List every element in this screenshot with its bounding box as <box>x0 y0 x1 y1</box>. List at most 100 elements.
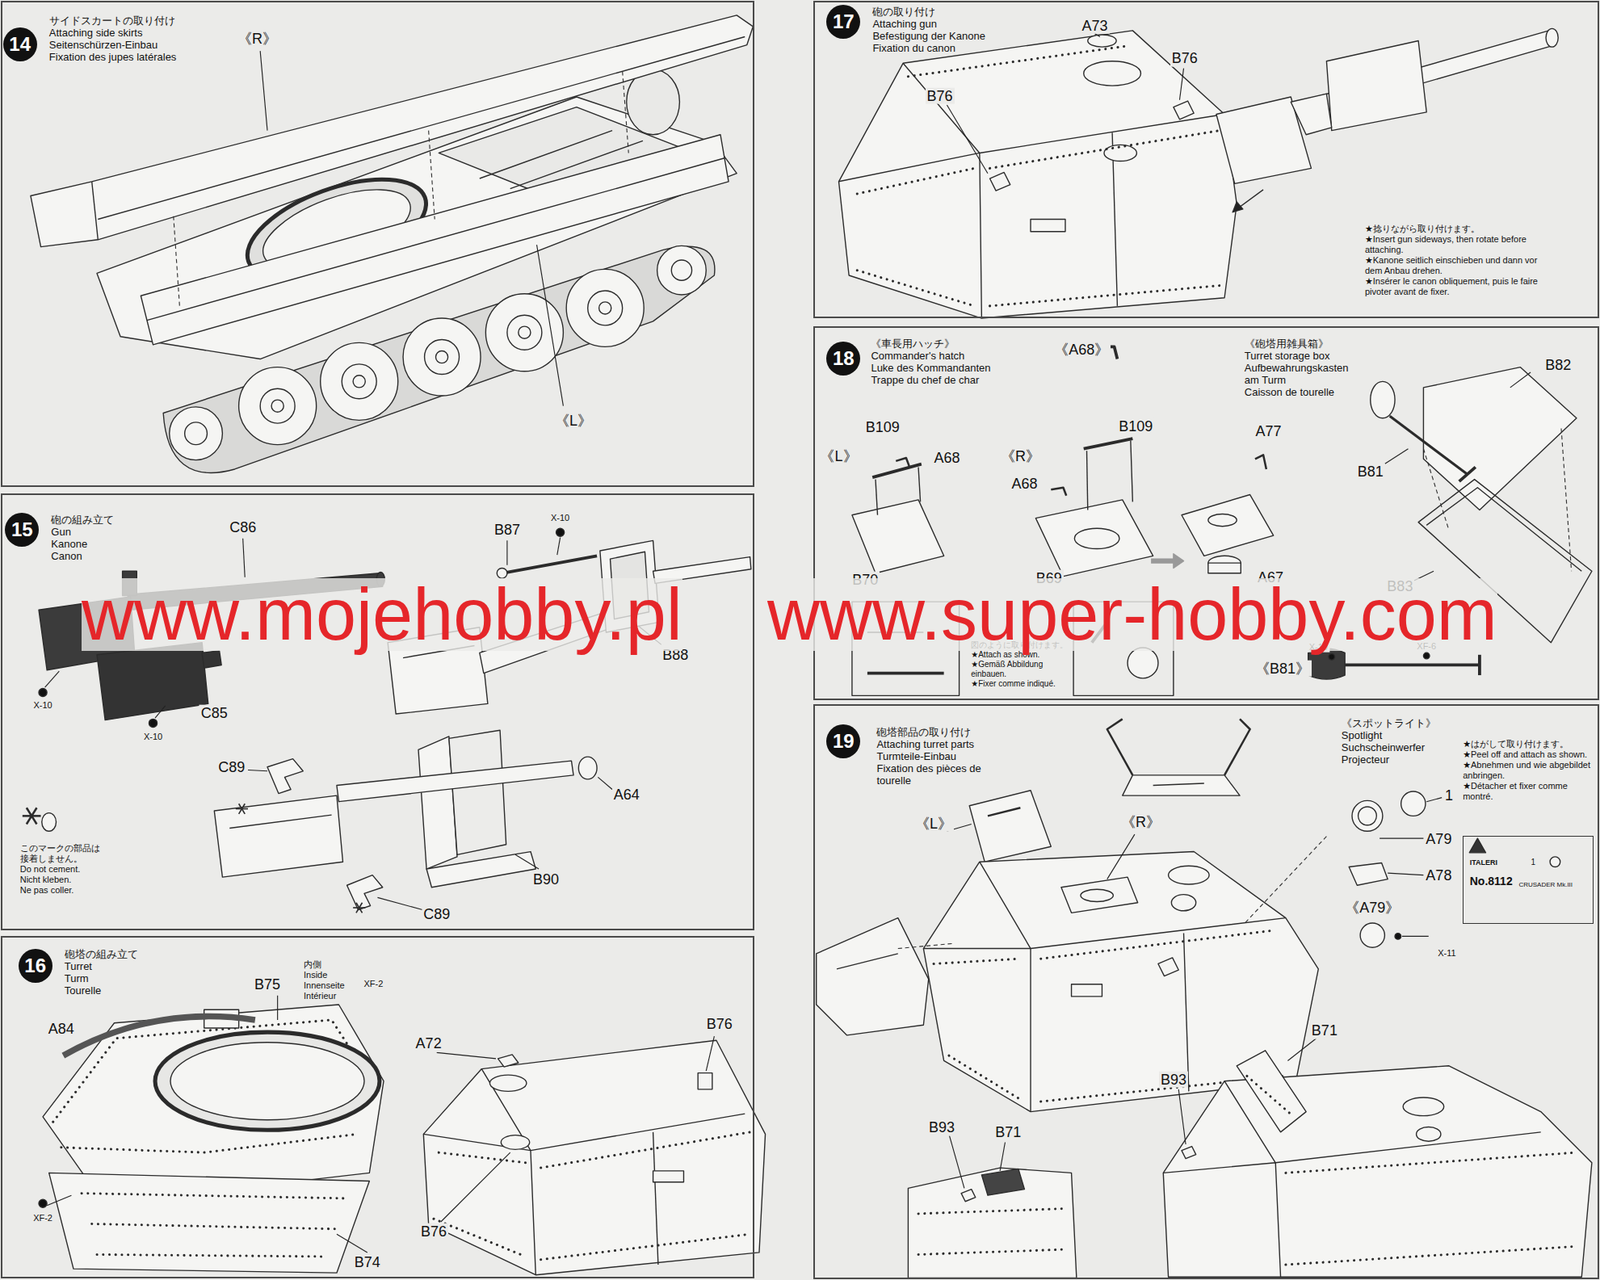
turret-parts-illustration <box>907 1167 1076 1278</box>
turret-parts-illustration <box>1158 957 1179 977</box>
gun-parts-illustration <box>214 795 343 878</box>
step-heading: Fixation des pièces de tourelle <box>874 762 983 787</box>
turret-illustration <box>423 1133 536 1275</box>
turret-parts-illustration <box>1379 838 1424 840</box>
part-number: A77 <box>1253 423 1283 441</box>
hatch-and-box-illustration <box>1510 372 1531 388</box>
decal-sheet: ITALERINo.8112CRUSADER Mk.III1 <box>1462 835 1594 924</box>
turret-parts-illustration <box>1402 1097 1445 1117</box>
turret-illustration <box>541 1132 751 1168</box>
gun-mounting-illustration <box>839 28 1559 319</box>
step-heading: Canon <box>49 550 84 563</box>
step-heading: Tourelle <box>62 984 104 997</box>
turret-illustration <box>61 1133 357 1153</box>
turret-illustration <box>155 1032 380 1130</box>
turret-parts-illustration <box>1426 797 1442 803</box>
hatch-and-box-illustration <box>1074 528 1120 549</box>
gun-parts-illustration <box>356 902 363 914</box>
hatch-and-box-illustration <box>1181 495 1274 557</box>
watermark: www.mojehobby.pl <box>81 578 683 651</box>
tank-hull-illustration <box>239 367 317 446</box>
hatch-and-box-illustration <box>1050 487 1067 496</box>
gun-mounting-illustration <box>856 270 975 307</box>
note-text: ★Attach as shown. <box>969 650 1073 660</box>
paint-code: X-10 <box>31 700 54 711</box>
part-number: 《L》 <box>553 411 594 429</box>
part-number: 《B81》 <box>1253 659 1312 677</box>
part-number: B74 <box>352 1253 383 1271</box>
tank-hull-illustration <box>428 130 436 220</box>
hatch-and-box-illustration <box>1423 367 1577 511</box>
turret-parts-illustration <box>1122 775 1240 796</box>
tank-hull-illustration <box>169 407 223 461</box>
gun-parts-illustration <box>148 718 157 727</box>
tank-hull-illustration <box>657 245 707 295</box>
turret-illustration <box>92 1224 337 1230</box>
turret-parts-illustration <box>1236 1050 1307 1133</box>
gun-mounting-illustration <box>989 172 1010 191</box>
part-number: B93 <box>927 1119 957 1137</box>
gun-parts-illustration <box>352 902 366 914</box>
turret-parts-illustration <box>1549 856 1561 868</box>
part-number: A79 <box>1423 830 1454 848</box>
turret-illustration <box>489 1075 526 1092</box>
gun-parts-illustration <box>22 807 42 824</box>
turret-illustration <box>498 1054 519 1067</box>
step-heading: Fixation du canon <box>870 41 958 55</box>
turret-parts-illustration <box>1360 923 1385 948</box>
gun-parts-illustration <box>41 813 57 832</box>
turret-parts-illustration <box>979 861 1286 949</box>
part-number: A72 <box>414 1035 444 1053</box>
turret-illustration <box>81 1193 347 1199</box>
note-text: Intérieur <box>302 991 338 1002</box>
turret-parts-illustration <box>1171 894 1196 912</box>
gun-parts-illustration <box>336 760 574 803</box>
gun-parts-illustration <box>201 650 222 668</box>
note-text: Do not cement. <box>18 864 110 875</box>
part-number: A84 <box>46 1020 76 1038</box>
step-number: 18 <box>826 341 861 376</box>
part-number: C89 <box>216 759 247 777</box>
turret-parts-illustration <box>1285 1152 1577 1173</box>
turret-parts-illustration <box>1107 834 1135 880</box>
step-heading: 砲塔の組み立て <box>62 948 140 961</box>
gun-parts-illustration <box>239 803 246 815</box>
gun-parts-illustration <box>239 803 246 815</box>
hatch-and-box-illustration <box>867 671 945 676</box>
tank-hull-illustration <box>352 375 366 388</box>
gun-mounting-illustration <box>1087 34 1117 47</box>
turret-parts-illustration <box>1348 862 1388 886</box>
step-heading: Fixation des jupes latérales <box>47 50 179 63</box>
gun-parts-illustration <box>243 538 246 578</box>
gun-parts-illustration <box>247 770 268 772</box>
gun-mounting-illustration <box>902 62 1225 153</box>
turret-illustration <box>49 1172 370 1273</box>
gun-parts-illustration <box>26 807 38 824</box>
turret-parts-illustration <box>949 1133 965 1189</box>
turret-illustration <box>46 1195 72 1206</box>
turret-parts-illustration <box>1401 791 1426 816</box>
step-heading: Turm <box>62 972 91 985</box>
decal-text: ITALERI <box>1469 859 1498 868</box>
note-text: Inside <box>302 970 329 981</box>
hatch-and-box-illustration <box>1344 663 1480 668</box>
turret-illustration <box>96 1254 327 1257</box>
part-number: 1 <box>1443 787 1455 805</box>
hatch-and-box-illustration <box>1370 381 1395 418</box>
turret-parts-illustration <box>949 1055 1021 1100</box>
gun-mounting-illustration <box>839 30 1238 319</box>
step-heading: Attaching gun <box>870 17 939 30</box>
gun-parts-illustration <box>96 642 209 721</box>
turret-parts-illustration <box>816 918 929 1036</box>
tank-hull-illustration <box>260 388 295 424</box>
gun-parts-illustration <box>449 730 507 855</box>
tank-hull-illustration <box>587 290 623 326</box>
step-heading: Befestigung der Kanone <box>870 29 987 42</box>
hatch-and-box-illustration <box>875 479 878 516</box>
tank-hull-illustration <box>30 15 753 248</box>
hatch-and-box-illustration <box>1423 449 1449 531</box>
hatch-and-box-illustration <box>852 499 945 574</box>
turret-parts-illustration <box>1224 718 1251 775</box>
gun-mounting-illustration <box>1232 189 1264 213</box>
decal-text: 1 <box>1531 857 1537 867</box>
